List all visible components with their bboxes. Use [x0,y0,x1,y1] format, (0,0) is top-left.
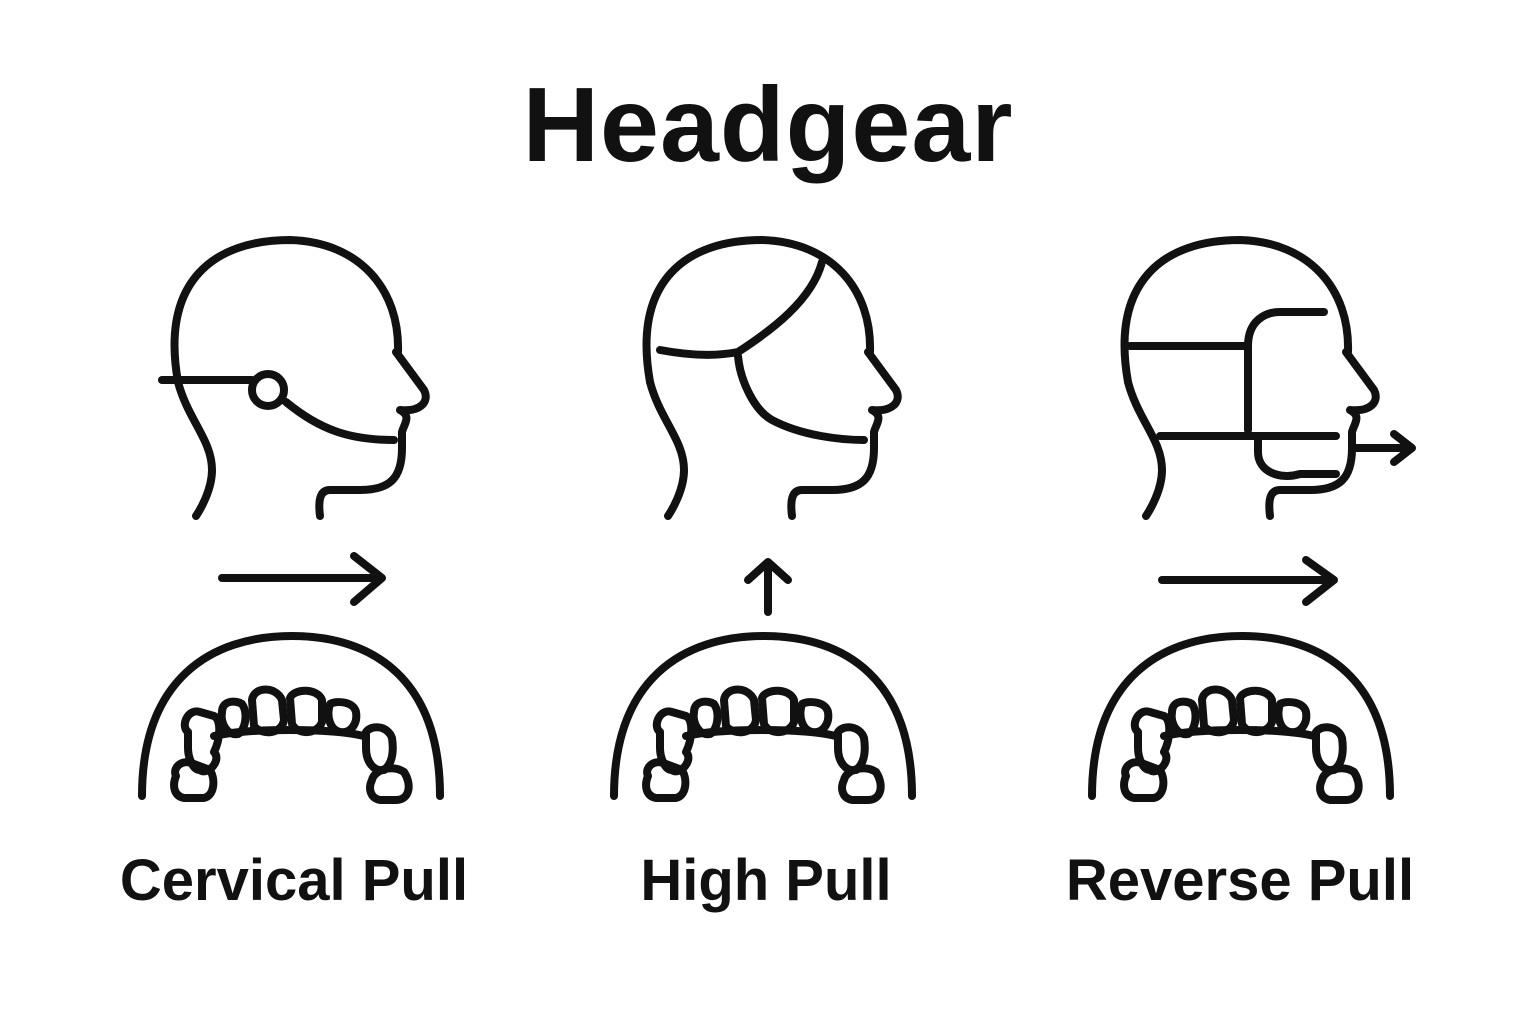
arrow-right-icon [1158,556,1338,606]
panel-label-reverse-pull: Reverse Pull [1065,848,1415,913]
panel-reverse-pull [1092,240,1416,800]
dental-arch-icon [614,636,912,800]
panel-label-high-pull: High Pull [640,848,892,913]
panel-label-cervical-pull: Cervical Pull [119,848,469,913]
head-cervical-strap-icon [158,240,426,516]
head-high-pull-strap-icon [647,240,898,516]
panel-high-pull [614,240,912,800]
diagram-title: Headgear [522,66,1014,184]
arrow-right-icon [218,552,386,606]
head-reverse-pull-mask-icon [1125,240,1416,516]
arrow-up-icon [744,558,792,616]
dental-arch-icon [142,636,440,800]
panel-cervical-pull [142,240,440,800]
dental-arch-icon [1092,636,1390,800]
